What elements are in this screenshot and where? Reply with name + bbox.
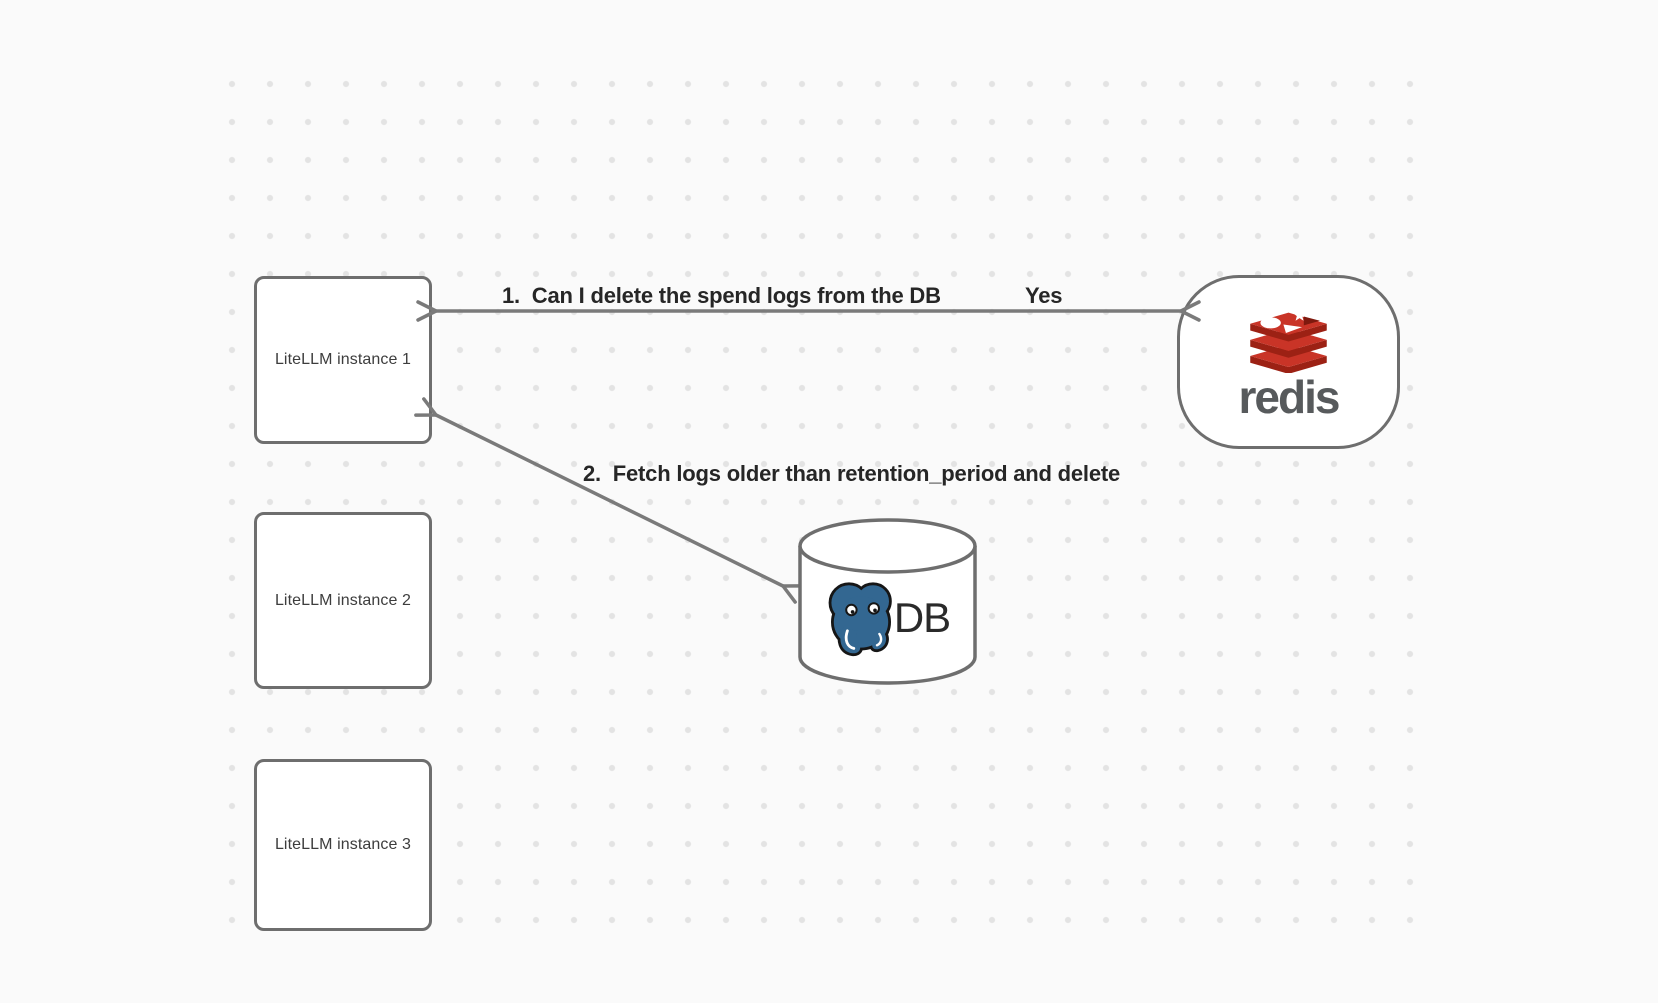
arrow-instance1-db xyxy=(414,397,805,604)
db-node-content: DB xyxy=(800,566,975,670)
edge-label-fetch-delete: 2. Fetch logs older than retention_perio… xyxy=(583,461,1121,486)
redis-logo-icon xyxy=(1250,307,1327,373)
node-litellm-instance-2-label: LiteLLM instance 2 xyxy=(274,591,412,609)
redis-wordmark: redis xyxy=(1238,370,1341,423)
node-litellm-instance-3: LiteLLM instance 3 xyxy=(254,759,432,931)
node-redis: redis xyxy=(1177,275,1400,449)
node-litellm-instance-3-label: LiteLLM instance 3 xyxy=(274,836,412,853)
db-label: DB xyxy=(893,594,951,641)
edge-label-delete-request: 1. Can I delete the spend logs from the … xyxy=(502,283,941,308)
edge-label-yes-response: Yes xyxy=(1025,283,1063,308)
node-litellm-instance-1: LiteLLM instance 1 xyxy=(254,276,432,444)
node-litellm-instance-1-label: LiteLLM instance 1 xyxy=(274,351,412,368)
postgresql-icon xyxy=(828,582,892,657)
